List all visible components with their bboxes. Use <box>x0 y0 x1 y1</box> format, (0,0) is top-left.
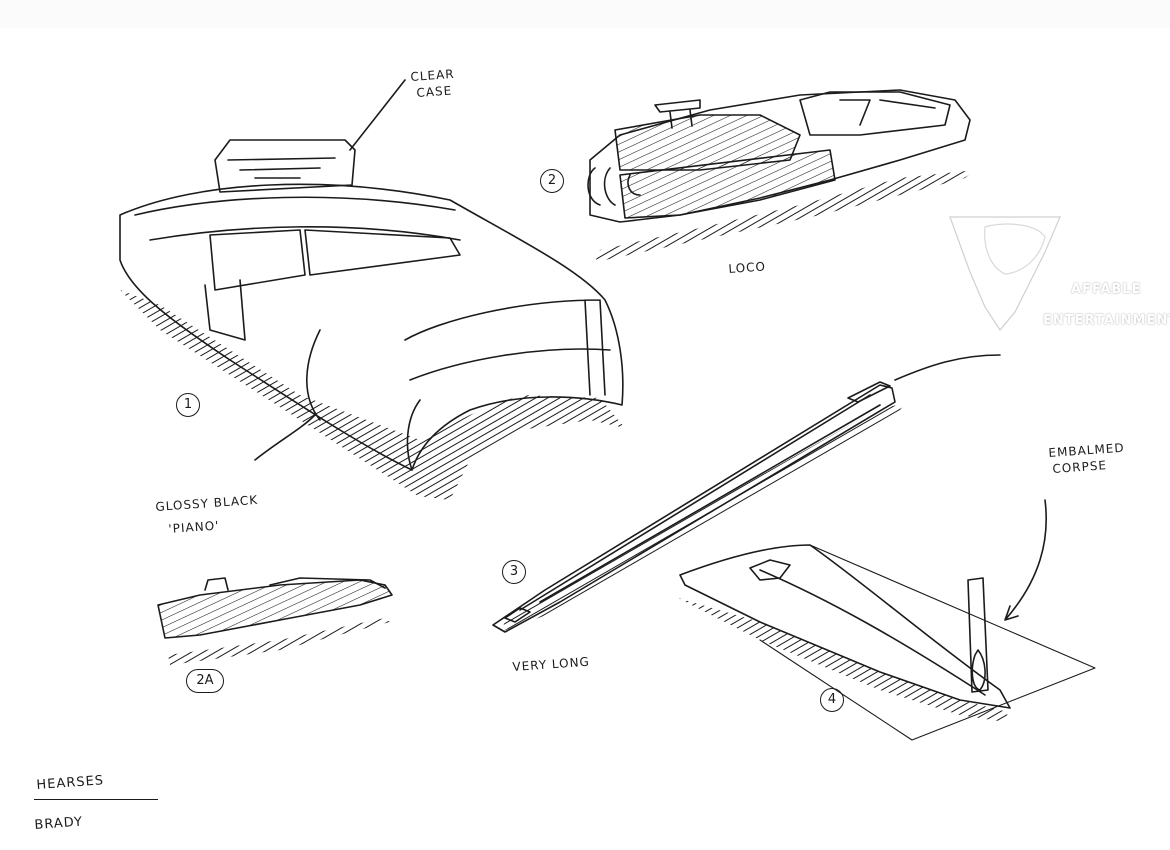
title-underline <box>34 799 158 800</box>
hearse-3-sketch <box>492 354 1001 633</box>
hearse-3-line <box>519 394 881 611</box>
hearse-2-sketch <box>587 89 975 262</box>
number-1-badge: 1 <box>176 393 200 417</box>
hearse-2-front <box>587 167 641 206</box>
loco-label: LOCO <box>728 259 767 276</box>
hearse-2a-shadow <box>168 618 390 665</box>
hearse-4-body <box>679 544 1011 709</box>
hearse-4-corpse <box>967 577 989 693</box>
clear-case-label-2: CASE <box>416 83 453 100</box>
hearse-2-body <box>589 89 971 223</box>
hearse-4-shadow <box>678 598 1008 722</box>
hearse-4-callout <box>1004 499 1048 621</box>
watermark-logo-icon <box>949 216 1061 332</box>
hearse-3-canopy <box>504 381 891 623</box>
hearse-2-shadow <box>595 170 975 262</box>
hearse-3-body <box>492 384 896 633</box>
hearse-4-sketch <box>678 499 1096 741</box>
hearse-1-callout <box>254 79 406 461</box>
hearse-1-body <box>119 183 624 471</box>
hearse-1-case <box>214 139 356 193</box>
hearse-1-roofline <box>134 196 461 241</box>
hearse-4-spine <box>759 569 986 696</box>
number-2a-badge: 2A <box>186 669 224 693</box>
hearse-4-hatch <box>749 559 791 581</box>
hearse-1-fender <box>306 329 421 471</box>
watermark-line-1: AFFABLE <box>1071 282 1142 297</box>
watermark: AFFABLE ENTERTAINMENT <box>945 212 1170 337</box>
hearse-2-boiler <box>614 114 801 171</box>
number-3-badge: 3 <box>502 560 526 584</box>
hearse-1-front <box>404 299 611 396</box>
hearse-2-side <box>619 149 836 219</box>
hearse-2a-body <box>157 579 393 639</box>
hearse-2a-sketch <box>157 577 393 665</box>
hearse-1-door <box>204 279 246 341</box>
number-2-badge: 2 <box>540 169 564 193</box>
number-4-badge: 4 <box>820 688 844 712</box>
hearse-2a-cab <box>204 577 386 591</box>
paper-edge <box>0 0 1170 28</box>
hearse-2-stack <box>654 99 701 129</box>
hearse-2-cab <box>799 91 951 136</box>
watermark-line-2: ENTERTAINMENT <box>1043 313 1170 328</box>
hearse-1-windows <box>209 229 461 291</box>
hearse-1-sketch <box>119 79 625 500</box>
hearse-3-shadow <box>500 404 905 632</box>
hearse-3-pointer <box>894 354 1001 381</box>
hearse-1-shadow <box>120 290 625 500</box>
